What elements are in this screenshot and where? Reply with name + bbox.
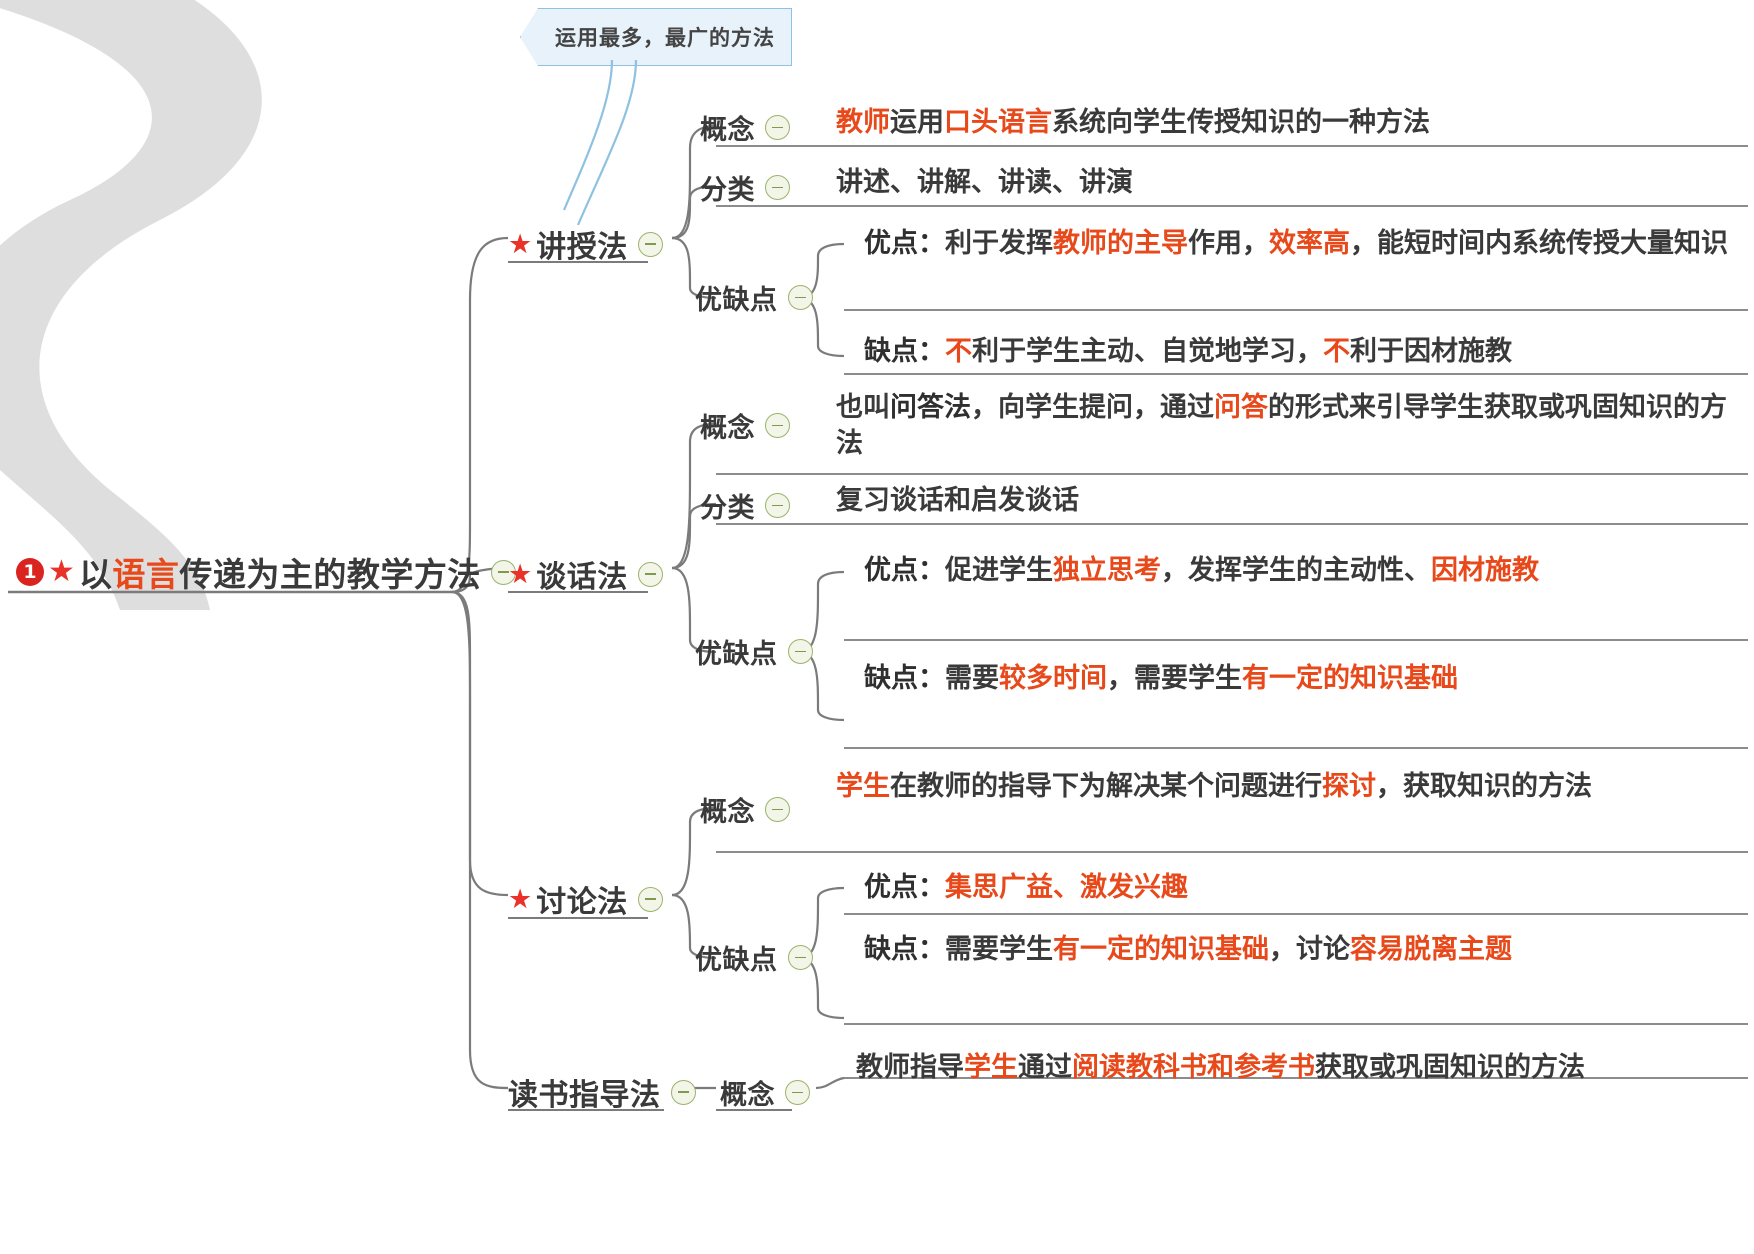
leaf-jiangshoufa-fenlei: 讲述、讲解、讲读、讲演 bbox=[836, 167, 1133, 198]
leaf-taolunfa-quedian: 缺点：需要学生有一定的知识基础，讨论容易脱离主题 bbox=[864, 934, 1512, 965]
leaf-tanhuafa-gainian: 也叫问答法，向学生提问，通过问答的形式来引导学生获取或巩固知识的方法 bbox=[836, 392, 1727, 459]
sub-label: 优缺点 bbox=[695, 285, 778, 316]
sub-collapse-toggle-icon[interactable] bbox=[787, 639, 813, 664]
branch-jiangshoufa[interactable]: ★ 讲授法 bbox=[508, 222, 673, 266]
leaf-jiangshoufa-youdian: 优点：利于发挥教师的主导作用，效率高，能短时间内系统传授大量知识 bbox=[864, 228, 1728, 259]
leaf-dushuzhidaofa-gainian: 教师指导学生通过阅读教科书和参考书获取或巩固知识的方法 bbox=[856, 1052, 1585, 1083]
branch-collapse-toggle-icon[interactable] bbox=[637, 231, 663, 257]
sub-jiangshoufa-youquedian[interactable]: 优缺点 bbox=[695, 278, 823, 317]
branch-collapse-toggle-icon[interactable] bbox=[637, 886, 663, 912]
sub-tanhuafa-fenlei[interactable]: 分类 bbox=[700, 486, 800, 525]
sub-jiangshoufa-fenlei[interactable]: 分类 bbox=[700, 168, 800, 207]
star-icon: ★ bbox=[48, 554, 75, 589]
sub-taolunfa-youquedian[interactable]: 优缺点 bbox=[695, 938, 823, 977]
tooltip-text: 运用最多，最广的方法 bbox=[555, 26, 775, 50]
sub-taolunfa-gainian[interactable]: 概念 bbox=[700, 790, 800, 829]
tooltip-callout: 运用最多，最广的方法 bbox=[520, 8, 792, 66]
sub-label: 概念 bbox=[700, 797, 755, 828]
sub-collapse-toggle-icon[interactable] bbox=[765, 413, 790, 438]
star-icon: ★ bbox=[508, 228, 533, 260]
branch-tanhuafa[interactable]: ★ 谈话法 bbox=[508, 552, 673, 596]
branch-collapse-toggle-icon[interactable] bbox=[670, 1079, 696, 1105]
sub-jiangshoufa-gainian[interactable]: 概念 bbox=[700, 108, 800, 147]
root-node[interactable]: 1 ★ 以语言传递为主的教学方法 bbox=[16, 548, 526, 596]
branch-dushuzhidaofa[interactable]: 读书指导法 bbox=[508, 1070, 706, 1114]
sub-label: 概念 bbox=[720, 1080, 775, 1111]
sub-collapse-toggle-icon[interactable] bbox=[785, 1080, 810, 1105]
sub-collapse-toggle-icon[interactable] bbox=[787, 945, 813, 970]
branch-taolunfa[interactable]: ★ 讨论法 bbox=[508, 877, 673, 921]
sub-collapse-toggle-icon[interactable] bbox=[765, 115, 790, 140]
number-badge-icon: 1 bbox=[16, 558, 44, 586]
sub-label: 概念 bbox=[700, 413, 755, 444]
sub-collapse-toggle-icon[interactable] bbox=[765, 175, 790, 200]
star-icon: ★ bbox=[508, 558, 533, 590]
sub-label: 概念 bbox=[700, 115, 755, 146]
sub-collapse-toggle-icon[interactable] bbox=[787, 285, 813, 310]
root-label: 以语言传递为主的教学方法 bbox=[78, 555, 481, 594]
sub-tanhuafa-gainian[interactable]: 概念 bbox=[700, 406, 800, 445]
star-icon: ★ bbox=[508, 883, 533, 915]
leaf-taolunfa-youdian: 优点：集思广益、激发兴趣 bbox=[864, 872, 1188, 903]
sub-label: 分类 bbox=[700, 493, 755, 524]
sub-tanhuafa-youquedian[interactable]: 优缺点 bbox=[695, 632, 823, 671]
leaf-tanhuafa-youdian: 优点：促进学生独立思考，发挥学生的主动性、因材施教 bbox=[864, 555, 1539, 586]
tooltip-leader-line bbox=[562, 60, 638, 226]
sub-label: 优缺点 bbox=[695, 945, 778, 976]
leaf-tanhuafa-fenlei: 复习谈话和启发谈话 bbox=[836, 485, 1079, 516]
sub-collapse-toggle-icon[interactable] bbox=[765, 797, 790, 822]
sub-label: 优缺点 bbox=[695, 639, 778, 670]
sub-dushuzhidaofa-gainian[interactable]: 概念 bbox=[720, 1073, 820, 1112]
branch-label: 讲授法 bbox=[536, 230, 628, 265]
leaf-tanhuafa-quedian: 缺点：需要较多时间，需要学生有一定的知识基础 bbox=[864, 663, 1458, 694]
branch-label: 谈话法 bbox=[536, 560, 628, 595]
branch-collapse-toggle-icon[interactable] bbox=[637, 561, 663, 587]
leaf-jiangshoufa-quedian: 缺点：不利于学生主动、自觉地学习，不利于因材施教 bbox=[864, 336, 1512, 367]
tooltip-body: 运用最多，最广的方法 bbox=[520, 8, 792, 66]
branch-label: 读书指导法 bbox=[508, 1078, 661, 1113]
leaf-jiangshoufa-gainian: 教师运用口头语言系统向学生传授知识的一种方法 bbox=[836, 107, 1430, 138]
branch-label: 讨论法 bbox=[536, 885, 628, 920]
sub-label: 分类 bbox=[700, 175, 755, 206]
leaf-taolunfa-gainian: 学生在教师的指导下为解决某个问题进行探讨，获取知识的方法 bbox=[836, 771, 1592, 802]
sub-collapse-toggle-icon[interactable] bbox=[765, 493, 790, 518]
